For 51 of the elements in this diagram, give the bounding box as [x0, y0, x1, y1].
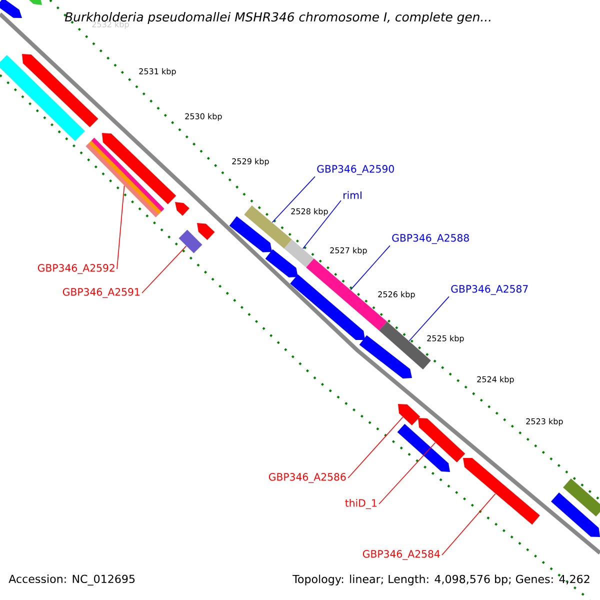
gene-feature — [22, 54, 98, 128]
gene-feature — [28, 0, 42, 5]
gene-feature — [102, 133, 176, 204]
gene-label: GBP346_A2586 — [268, 473, 346, 483]
gene-feature — [0, 0, 22, 18]
scale-label: 2531 kbp — [139, 68, 176, 76]
gene-feature — [398, 404, 420, 426]
scale-label: 2526 kbp — [378, 291, 415, 299]
gene-feature — [290, 274, 365, 340]
gene-feature — [463, 458, 540, 525]
leader-line — [142, 246, 187, 294]
leader-line — [116, 185, 125, 270]
gene-label: GBP346_A2584 — [362, 550, 440, 560]
leader-line — [272, 176, 316, 223]
gene-label: rimI — [344, 191, 362, 199]
gene-feature — [229, 216, 272, 252]
scale-label: 2530 kbp — [185, 113, 222, 121]
gene-feature — [418, 418, 466, 462]
scale-label: 2525 kbp — [427, 335, 464, 343]
gene-feature — [551, 492, 600, 537]
leader-line — [302, 200, 342, 249]
scale-label: 2528 kbp — [291, 208, 328, 216]
gene-label: GBP346_A2587 — [451, 285, 528, 295]
scale-label: 2523 kbp — [526, 418, 563, 426]
gene-bar — [563, 478, 600, 516]
gene-feature — [397, 424, 450, 472]
summary-text: Topology: linear; Length: 4,098,576 bp; Genes: 4,262 — [292, 574, 590, 586]
leader-line — [442, 493, 496, 556]
leader-line — [350, 245, 390, 290]
gene-feature — [175, 202, 190, 216]
scale-label: 2529 kbp — [232, 158, 269, 166]
gene-bar — [0, 54, 85, 142]
gene-label: GBP346_A2592 — [38, 264, 114, 274]
scale-label: 2524 kbp — [477, 376, 514, 384]
gene-bar — [284, 239, 314, 268]
gene-bar — [86, 138, 164, 218]
leader-line — [348, 416, 404, 478]
leader-line — [408, 296, 450, 342]
scale-label: 2527 kbp — [330, 247, 367, 255]
gene-label: thiD_1 — [345, 498, 376, 510]
gene-label: GBP346_A2591 — [62, 288, 140, 298]
gene-label: GBP346_A2590 — [317, 165, 394, 175]
gene-feature — [197, 223, 215, 240]
gene-bar — [178, 230, 202, 254]
gene-label: GBP346_A2588 — [392, 234, 469, 244]
leader-line — [378, 442, 436, 504]
scale-label: 2532 kbp — [92, 21, 129, 29]
gene-feature — [359, 335, 412, 378]
gene-bar — [244, 205, 292, 249]
gene-feature — [265, 249, 298, 278]
accession-text: Accession: NC_012695 — [8, 574, 135, 586]
